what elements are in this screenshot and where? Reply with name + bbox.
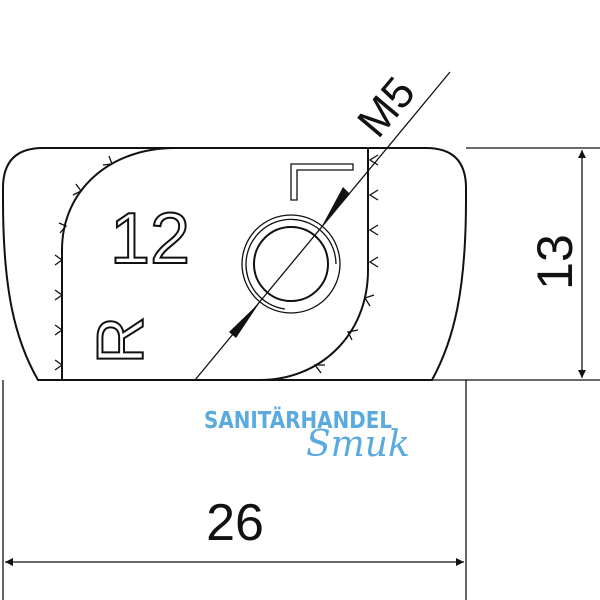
thread-hole-inner [253,226,329,302]
thread-hole-outer [241,214,341,314]
thread-label: M5 [348,68,425,146]
width-dimension-label: 26 [206,494,264,552]
part-outline [2,147,467,381]
watermark-logo-line1: SANITÄRHANDEL [204,406,392,434]
thread-hole-thread [245,218,337,310]
leader-arrow-upper [322,187,350,226]
height-dimension-label: 13 [527,234,583,290]
watermark-logo-line2: Smuk [306,424,410,465]
leader-arrow-lower [229,302,260,338]
stamp-letter: R [83,316,157,364]
orientation-mark [290,163,354,201]
stamp-number: 12 [110,199,190,279]
surface-marks [54,154,379,374]
